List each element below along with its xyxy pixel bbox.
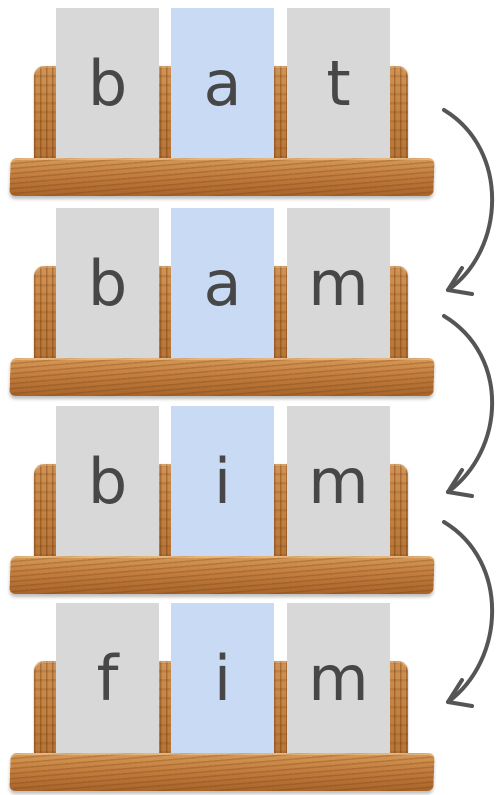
card-letter: b [88,451,127,513]
card-letter: m [308,253,368,315]
card-letter: f [97,648,119,710]
letter-card-3: t [287,8,390,159]
card-letter: m [308,451,368,513]
letter-card-1: b [56,208,159,359]
letter-card-1: b [56,406,159,557]
card-letter: i [214,648,231,710]
wooden-stand-base [9,556,434,594]
card-letter: b [88,253,127,315]
letter-card-2: a [171,8,274,159]
word-row-4: f i m [0,595,496,795]
letter-card-2: a [171,208,274,359]
letter-card-3: m [287,208,390,359]
wooden-stand-base [9,358,434,396]
wooden-stand-base [9,753,434,791]
wooden-stand-base [9,158,434,196]
card-letter: b [88,53,127,115]
letter-card-1: b [56,8,159,159]
word-row-1: b a t [0,0,496,200]
letter-card-1: f [56,603,159,754]
card-letter: m [308,648,368,710]
word-row-2: b a m [0,200,496,400]
word-row-3: b i m [0,398,496,598]
letter-card-3: m [287,406,390,557]
card-letter: i [214,451,231,513]
letter-card-2: i [171,603,274,754]
card-letter: a [204,253,242,315]
letter-card-2: i [171,406,274,557]
card-letter: a [204,53,242,115]
card-letter: t [326,53,350,115]
letter-card-3: m [287,603,390,754]
